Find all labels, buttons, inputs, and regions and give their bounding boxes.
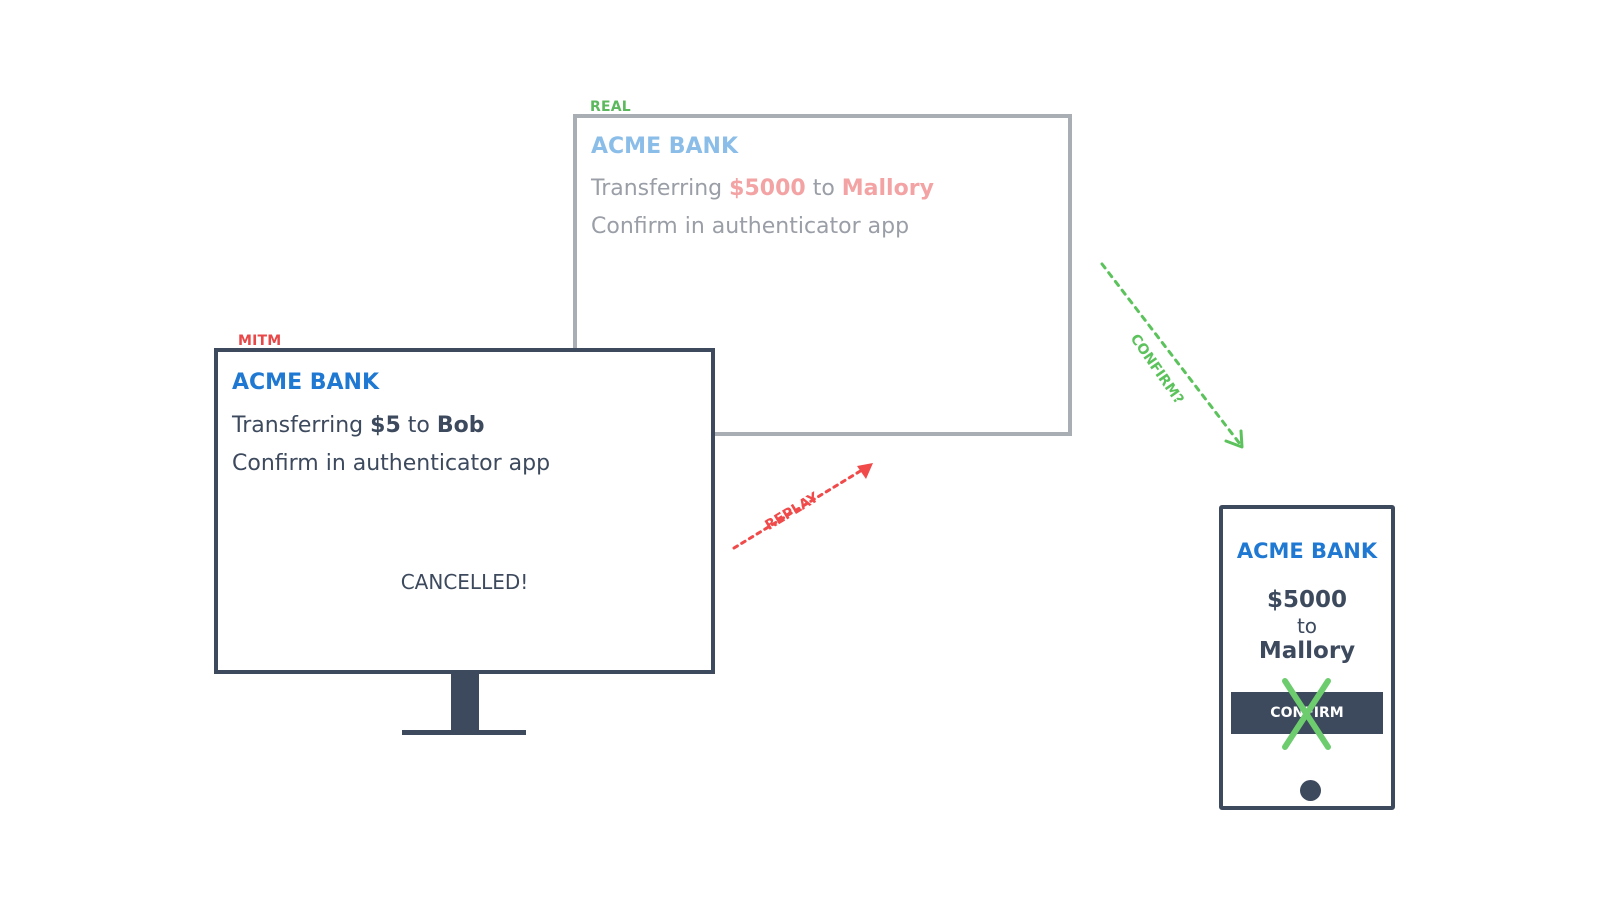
phone-amount: $5000	[1266, 587, 1348, 613]
mitm-confirm-line: Confirm in authenticator app	[232, 451, 551, 476]
monitor-stand-neck	[451, 672, 479, 732]
mitm-to-word: to	[407, 413, 430, 438]
real-confirm-line: Confirm in authenticator app	[591, 214, 910, 239]
monitor-stand-base	[402, 730, 526, 735]
mitm-transfer-line: Transferring $5 to Bob	[232, 415, 485, 437]
mitm-bank-name: ACME BANK	[232, 370, 380, 395]
phone-home-button[interactable]	[1300, 780, 1321, 801]
mitm-cancelled-status: CANCELLED!	[400, 570, 529, 594]
mitm-bank-window: ACME BANK Transferring $5 to Bob Confirm…	[214, 348, 715, 674]
confirm-arrow-line	[1100, 262, 1242, 446]
real-transfer-prefix: Transferring	[591, 176, 723, 201]
authenticator-phone: ACME BANK $5000 to Mallory CONFIRM	[1219, 505, 1395, 810]
real-transfer-line: Transferring $5000 to Mallory	[591, 178, 934, 200]
confirm-arrow-head	[1224, 429, 1244, 449]
phone-confirm-button[interactable]: CONFIRM	[1231, 692, 1383, 734]
replay-arrow-head	[857, 463, 873, 479]
mitm-payee: Bob	[436, 413, 485, 438]
mitm-tag: MITM	[238, 333, 282, 349]
real-to-word: to	[812, 176, 835, 201]
mitm-transfer-prefix: Transferring	[232, 413, 364, 438]
phone-to-word: to	[1296, 614, 1318, 638]
real-payee: Mallory	[841, 176, 934, 201]
replay-arrow-label: REPLAY	[762, 489, 822, 534]
real-amount: $5000	[729, 176, 806, 201]
mitm-amount: $5	[370, 413, 401, 438]
real-tag: REAL	[590, 99, 631, 115]
real-bank-name: ACME BANK	[591, 134, 739, 159]
confirm-arrow-label: CONFIRM?	[1126, 331, 1187, 408]
phone-payee: Mallory	[1258, 638, 1356, 664]
phone-bank-name: ACME BANK	[1236, 539, 1378, 563]
